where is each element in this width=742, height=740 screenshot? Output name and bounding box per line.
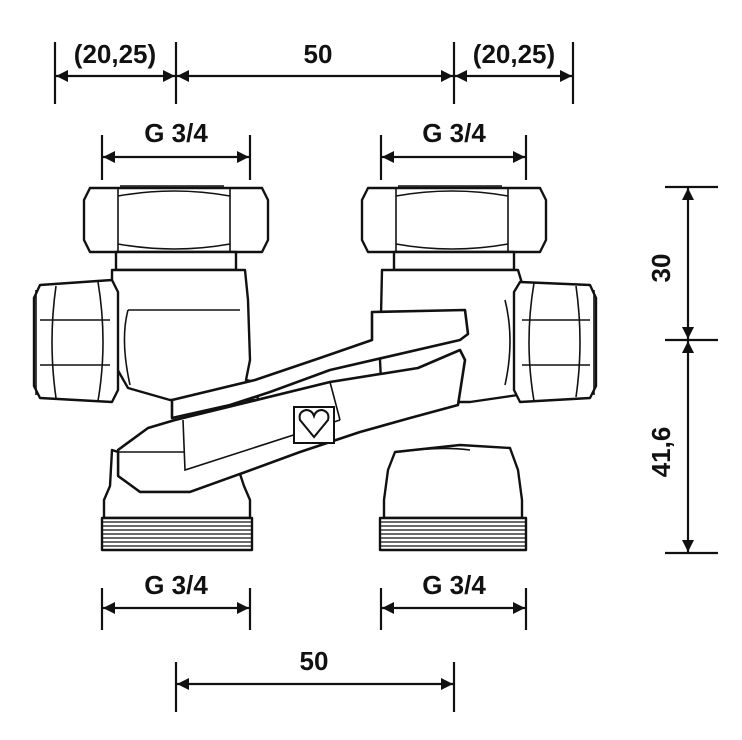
top-left-thread-label: G 3/4	[144, 118, 208, 148]
upper-cross-channel	[170, 308, 470, 420]
bottom-spacing-dimension: 50	[174, 646, 456, 712]
top-dimension-row: (20,25) 50 (20,25)	[53, 39, 575, 104]
bottom-right-thread-label: G 3/4	[422, 570, 486, 600]
bottom-right-thread	[378, 516, 528, 552]
bottom-thread-dimensions: G 3/4 G 3/4	[100, 570, 528, 630]
right-upper-height-label: 30	[646, 254, 676, 283]
left-lower-leg	[102, 448, 252, 520]
right-lower-leg	[382, 443, 524, 520]
left-side-hex-nut	[32, 278, 120, 404]
right-lower-height-label: 41,6	[646, 427, 676, 478]
bottom-left-thread-label: G 3/4	[144, 570, 208, 600]
top-right-hex-nut	[360, 186, 548, 254]
right-vertical-dimensions: 30 41,6	[646, 185, 718, 555]
left-valve-housing	[110, 268, 260, 402]
bottom-center-spacing-label: 50	[300, 646, 329, 676]
top-center-spacing-label: 50	[304, 39, 333, 69]
top-thread-dimensions: G 3/4 G 3/4	[100, 118, 528, 180]
top-right-thread-label: G 3/4	[422, 118, 486, 148]
heart-logo	[293, 406, 335, 444]
bottom-left-thread	[100, 516, 254, 552]
top-right-offset-label: (20,25)	[473, 39, 555, 69]
top-left-offset-label: (20,25)	[74, 39, 156, 69]
right-side-hex-nut	[512, 280, 598, 404]
top-left-hex-nut	[82, 186, 270, 254]
valve-body	[32, 185, 598, 552]
